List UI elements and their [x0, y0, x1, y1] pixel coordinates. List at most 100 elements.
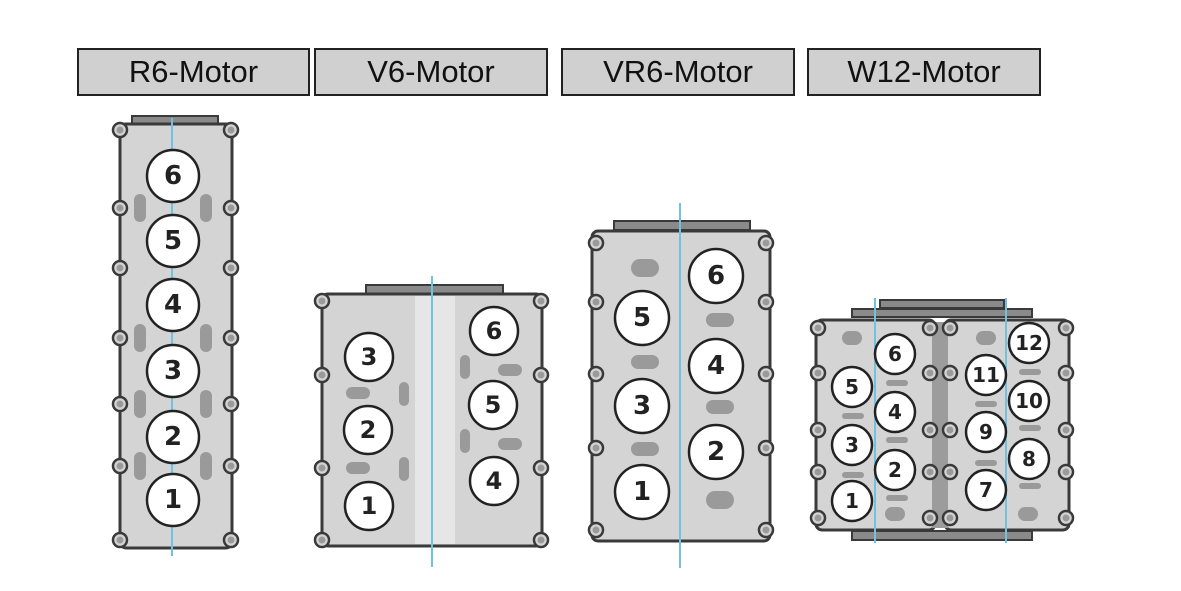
cylinder-number: 5 — [485, 391, 502, 419]
port-shape — [200, 452, 212, 480]
cylinder-number: 1 — [164, 485, 182, 515]
label-v6-motor: V6-Motor — [314, 48, 548, 96]
cylinder-circle — [613, 377, 671, 435]
cylinder-circle — [343, 331, 395, 383]
port-shape — [498, 438, 522, 450]
port-shape — [460, 355, 470, 379]
port-shape — [346, 462, 370, 474]
port-shape — [1019, 483, 1041, 489]
cylinder-circle — [145, 277, 201, 333]
cylinder-number: 1 — [633, 477, 651, 507]
cylinder-number: 5 — [164, 226, 182, 256]
port-shape — [134, 452, 146, 480]
cylinder-number: 11 — [972, 363, 1000, 387]
cylinder-number: 3 — [164, 356, 182, 386]
cylinder-circle — [468, 305, 520, 357]
cylinder-number: 2 — [707, 437, 725, 467]
port-shape — [842, 472, 864, 478]
cylinder-circle — [1007, 321, 1051, 365]
cylinder-circle — [873, 332, 917, 376]
label-r6-motor: R6-Motor — [77, 48, 310, 96]
port-shape — [200, 390, 212, 418]
cylinder-number: 2 — [360, 416, 377, 444]
cylinder-number: 1 — [845, 489, 859, 513]
valley — [415, 296, 455, 544]
port-shape — [399, 382, 409, 406]
cap-plate — [613, 220, 751, 231]
port-shape — [842, 413, 864, 419]
label-w12-motor: W12-Motor — [807, 48, 1041, 96]
port-shape — [886, 495, 908, 501]
cylinder-number: 3 — [361, 343, 378, 371]
port-shape — [399, 457, 409, 481]
cylinder-number: 1 — [361, 492, 378, 520]
port-shape — [975, 401, 997, 407]
port-shape — [886, 380, 908, 386]
cylinder-number: 6 — [486, 317, 503, 345]
cylinder-circle — [687, 337, 745, 395]
cylinder-number: 2 — [888, 458, 902, 482]
port-shape — [631, 442, 659, 456]
cylinder-number: 8 — [1022, 447, 1036, 471]
cylinder-number: 10 — [1015, 389, 1043, 413]
cylinder-number: 5 — [633, 303, 651, 333]
port-shape — [631, 259, 659, 277]
cylinder-circle — [873, 448, 917, 492]
cylinder-circle — [964, 410, 1008, 454]
cylinder-circle — [687, 423, 745, 481]
cylinder-circle — [145, 148, 201, 204]
cylinder-number: 4 — [707, 351, 725, 381]
cylinder-circle — [1007, 379, 1051, 423]
port-shape — [706, 400, 734, 414]
cylinder-circle — [145, 472, 201, 528]
port-shape — [1018, 507, 1038, 521]
port-shape — [346, 387, 370, 399]
cylinder-circle — [687, 247, 745, 305]
cylinder-circle — [830, 479, 874, 523]
port-shape — [1019, 425, 1041, 431]
port-shape — [460, 429, 470, 453]
cylinder-number: 2 — [164, 422, 182, 452]
cylinder-circle — [342, 404, 394, 456]
port-shape — [886, 437, 908, 443]
cylinder-number: 6 — [707, 261, 725, 291]
port-shape — [134, 324, 146, 352]
cylinder-circle — [145, 409, 201, 465]
cylinder-number: 3 — [633, 391, 651, 421]
cylinder-circle — [613, 289, 671, 347]
port-shape — [975, 460, 997, 466]
cap-plate — [879, 299, 1005, 309]
cylinder-circle — [145, 343, 201, 399]
cylinder-circle — [1007, 437, 1051, 481]
cylinder-number: 5 — [845, 375, 859, 399]
cap-plate — [851, 530, 1033, 541]
cylinder-number: 6 — [164, 161, 182, 191]
cylinder-circle — [873, 390, 917, 434]
cylinder-number: 4 — [888, 400, 902, 424]
port-shape — [134, 194, 146, 222]
cylinder-circle — [145, 213, 201, 269]
cylinder-number: 6 — [888, 342, 902, 366]
cylinder-number: 9 — [979, 420, 993, 444]
port-shape — [706, 313, 734, 327]
port-shape — [842, 331, 862, 345]
port-shape — [498, 364, 522, 376]
cylinder-circle — [830, 423, 874, 467]
cylinder-number: 4 — [164, 290, 182, 320]
cylinder-circle — [964, 468, 1008, 512]
cylinder-circle — [964, 353, 1008, 397]
port-shape — [1019, 369, 1041, 375]
cylinder-number: 3 — [845, 433, 859, 457]
cylinder-number: 12 — [1015, 331, 1043, 355]
port-shape — [134, 390, 146, 418]
cap-plate — [851, 308, 1033, 318]
port-shape — [200, 324, 212, 352]
cylinder-circle — [830, 365, 874, 409]
port-shape — [885, 507, 905, 521]
cylinder-number: 4 — [486, 467, 503, 495]
port-shape — [976, 331, 996, 345]
cylinder-circle — [613, 463, 671, 521]
cylinder-circle — [343, 480, 395, 532]
label-vr6-motor: VR6-Motor — [561, 48, 795, 96]
